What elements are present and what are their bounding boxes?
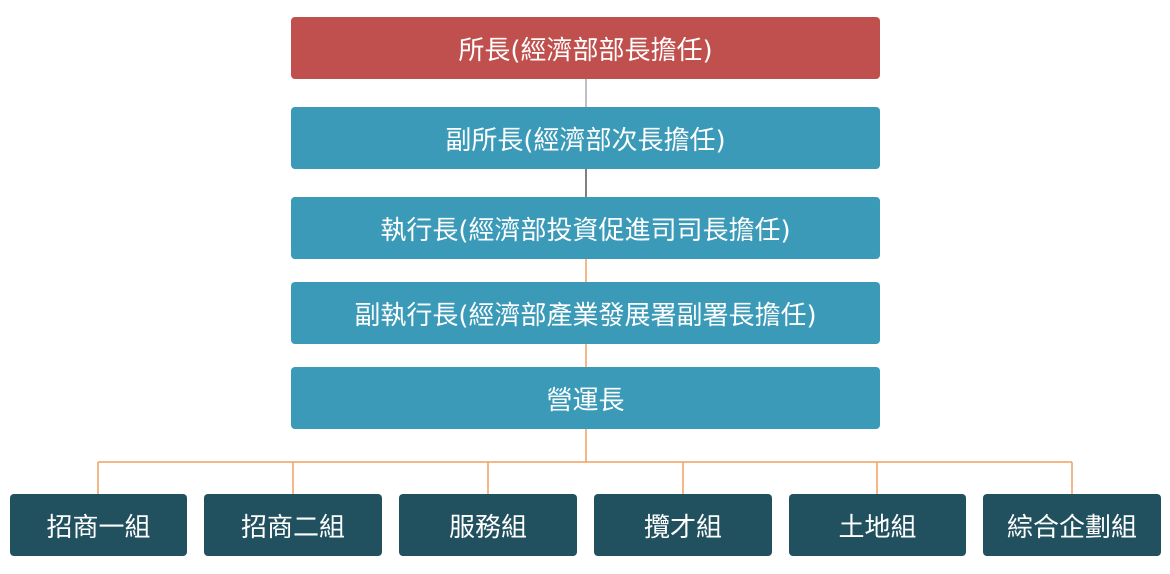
director-box: 所長(經濟部部長擔任) [291,17,880,79]
executive-director-box: 執行長(經濟部投資促進司司長擔任) [291,197,880,259]
deputy-director-label: 副所長(經濟部次長擔任) [445,125,726,156]
executive-director-label: 執行長(經濟部投資促進司司長擔任) [380,215,791,246]
team-label: 攬才組 [643,512,722,543]
team-box-service: 服務組 [399,494,577,556]
operations-chief-box: 營運長 [291,367,880,429]
operations-chief-label: 營運長 [546,385,625,416]
team-box-planning: 綜合企劃組 [983,494,1161,556]
team-box-investment-2: 招商二組 [204,494,382,556]
team-box-investment-1: 招商一組 [10,494,187,556]
team-box-land: 土地組 [789,494,966,556]
director-label: 所長(經濟部部長擔任) [458,35,713,66]
team-label: 服務組 [448,512,527,543]
deputy-executive-director-box: 副執行長(經濟部產業發展署副署長擔任) [291,282,880,344]
team-label: 招商一組 [46,512,151,543]
deputy-executive-director-label: 副執行長(經濟部產業發展署副署長擔任) [354,300,817,331]
team-box-talent: 攬才組 [594,494,772,556]
team-label: 綜合企劃組 [1006,512,1137,543]
team-label: 招商二組 [240,512,345,543]
team-label: 土地組 [838,512,917,543]
deputy-director-box: 副所長(經濟部次長擔任) [291,107,880,169]
